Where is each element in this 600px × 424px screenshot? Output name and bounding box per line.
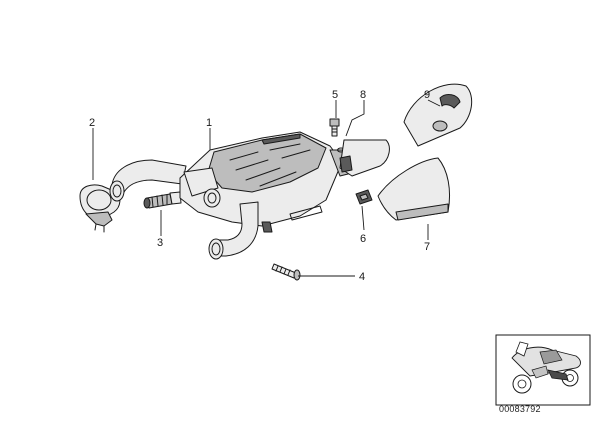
leader-lines xyxy=(92,99,441,277)
part-heat-shield-upper[interactable] xyxy=(403,83,473,147)
part-heat-shield-lower[interactable] xyxy=(377,157,451,221)
motorcycle-icon xyxy=(511,341,581,394)
inset-thumbnail xyxy=(495,334,591,406)
part-bracket[interactable] xyxy=(339,139,390,177)
part-bolt-top[interactable] xyxy=(329,118,345,153)
callout-5: 5 xyxy=(332,89,338,101)
part-bolt-long[interactable] xyxy=(271,263,301,281)
callout-4: 4 xyxy=(359,271,365,283)
part-clip[interactable] xyxy=(355,189,373,205)
callout-2: 2 xyxy=(89,117,95,129)
callout-7: 7 xyxy=(424,241,430,253)
part-muffler[interactable] xyxy=(109,131,357,260)
callout-9: 9 xyxy=(424,89,430,101)
reference-code: 00083792 xyxy=(499,404,541,414)
callout-labels: 1 2 3 4 5 6 7 8 9 xyxy=(89,89,430,283)
callout-3: 3 xyxy=(157,237,163,249)
callout-8: 8 xyxy=(360,89,366,101)
callout-1: 1 xyxy=(206,117,212,129)
part-sensor[interactable] xyxy=(143,191,182,209)
callout-6: 6 xyxy=(360,233,366,245)
